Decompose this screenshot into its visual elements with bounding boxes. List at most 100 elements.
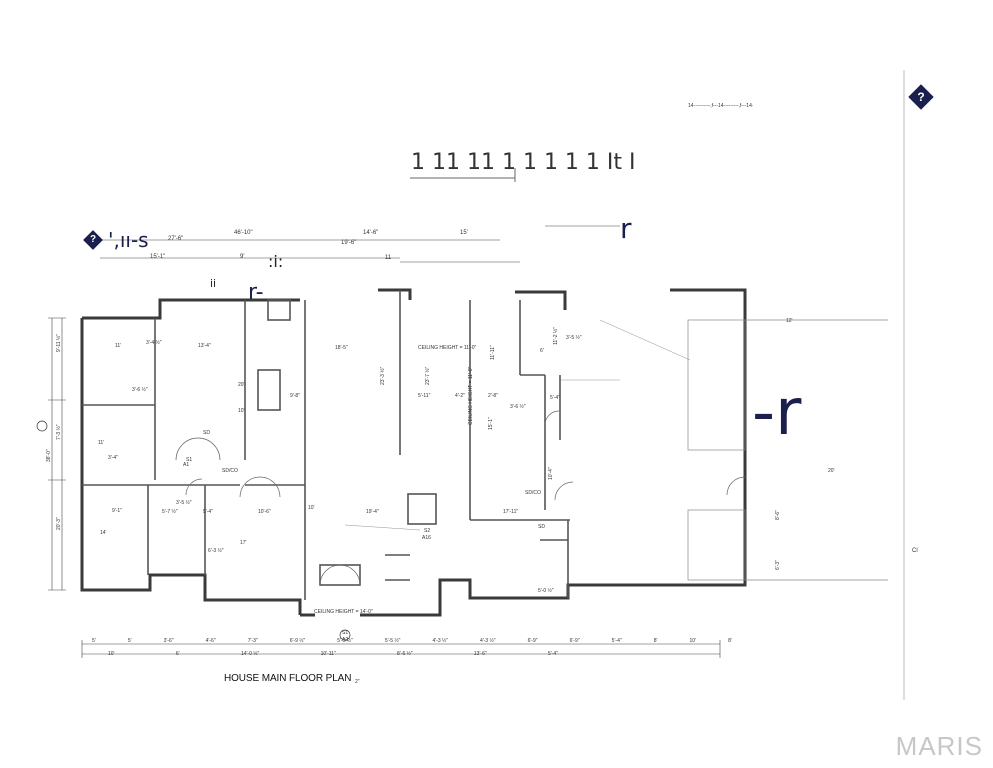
ceiling-height-note-vertical: CEILING HEIGHT = 11'-0" bbox=[468, 366, 474, 425]
room-dim: 9'-8" bbox=[290, 393, 300, 399]
bottom-section-tag bbox=[339, 629, 351, 641]
bottom-dim: 6'-9" bbox=[569, 638, 580, 644]
left-dim: 9'-11 ½" bbox=[56, 334, 62, 352]
left-dim: 20'-3" bbox=[56, 517, 62, 530]
room-dim: 10'-6" bbox=[258, 509, 271, 515]
room-dim: 13'-4" bbox=[198, 343, 211, 349]
bottom-dimension-row-1: 5' 5' 3'-6" 4'-6" 7'-3" 6'-9 ½" 5'-5 ½" … bbox=[92, 638, 732, 644]
section-tag: S1 bbox=[186, 457, 193, 463]
garage-dim: 12' bbox=[786, 318, 793, 324]
left-section-tag bbox=[36, 420, 48, 432]
garbled-r-dash: r- bbox=[248, 280, 264, 305]
interior-walls bbox=[82, 290, 570, 600]
exterior-walls bbox=[80, 288, 747, 617]
top-dimension-lines bbox=[100, 225, 620, 263]
ceiling-height-note-14: CEILING HEIGHT = 14'-0" bbox=[314, 609, 373, 615]
room-dim: 6' bbox=[540, 348, 544, 354]
room-dim: 3'-5 ½" bbox=[566, 335, 582, 341]
header-garbled-glyphs: 1 11 11 1 1 1 1 1 It I bbox=[411, 150, 636, 175]
room-dim: 3'-4" bbox=[108, 455, 118, 461]
bottom-dim: 5' bbox=[127, 638, 132, 644]
room-dim: 17'-11" bbox=[503, 509, 519, 515]
top-right-dimension: 14·---------,f---14---------,f---14· bbox=[688, 103, 754, 109]
room-dim: 5'-4" bbox=[203, 509, 213, 515]
left-dim: 7'-3 ½" bbox=[56, 424, 62, 440]
dim-27-6: 27'-6" bbox=[168, 236, 184, 242]
bottom-dim: 7'-3" bbox=[247, 638, 258, 644]
room-dim: 11'-11" bbox=[490, 345, 496, 360]
room-dim: 10' bbox=[308, 505, 315, 511]
garbled-r: r bbox=[620, 212, 632, 245]
room-dim: 23'-3 ½" bbox=[380, 366, 386, 385]
dim-14-6: 14'-6" bbox=[363, 230, 379, 236]
room-dim: 10'-4" bbox=[548, 467, 554, 480]
garbled-top-left: ',ıı-s bbox=[108, 228, 149, 252]
garage-dim: 20' bbox=[828, 468, 835, 474]
room-dim: 6'-3 ½" bbox=[208, 548, 224, 554]
bottom-dim: 4'-3 ½" bbox=[432, 638, 448, 644]
bottom-dim: 5'-4" bbox=[611, 638, 622, 644]
room-dim: 3'-4 ½" bbox=[146, 340, 162, 346]
bottom-dim: 3'-6" bbox=[163, 638, 174, 644]
room-dim: 19'-4" bbox=[366, 509, 379, 515]
leader-lines bbox=[344, 319, 691, 531]
room-dim: 11'-2 ½" bbox=[553, 327, 559, 345]
bottom-dim: 8' bbox=[653, 638, 658, 644]
bottom-dim: 4'-6" bbox=[205, 638, 216, 644]
garbled-ii: ii bbox=[210, 277, 217, 290]
bottom-dim: 6' bbox=[175, 651, 180, 657]
room-dim: 2'-8" bbox=[488, 393, 498, 399]
bottom-dim: 8'-6 ½" bbox=[397, 651, 413, 657]
ceiling-height-note: CEILING HEIGHT = 11'-0" bbox=[418, 345, 477, 351]
garbled-cl: Cl bbox=[912, 548, 918, 554]
room-dim: 3'-5 ½" bbox=[176, 500, 192, 506]
dim-9: 9' bbox=[240, 254, 245, 260]
bottom-dim: 6'-9 ½" bbox=[289, 638, 306, 644]
bottom-dim: 4'-3 ½" bbox=[480, 638, 496, 644]
bottom-dimension-lines bbox=[81, 640, 721, 658]
dim-11: 11 bbox=[385, 255, 392, 261]
question-icon: ? bbox=[83, 230, 103, 250]
garage-dim: 6'-3" bbox=[775, 560, 781, 570]
room-dim: 11' bbox=[115, 343, 122, 349]
room-dim: 17' bbox=[240, 540, 247, 546]
room-dim: 5'-7 ½" bbox=[162, 509, 178, 515]
room-dim: 23'-7 ½" bbox=[425, 366, 431, 385]
room-dim: 4'-2" bbox=[455, 393, 465, 399]
left-dimension-lines bbox=[48, 317, 66, 591]
room-dim: 3'-6 ½" bbox=[510, 404, 526, 410]
garbled-large-r: -r bbox=[752, 376, 802, 450]
room-dim: 14' bbox=[100, 530, 107, 536]
left-dim: 38'-0" bbox=[46, 449, 52, 462]
dim-15: 15' bbox=[460, 230, 468, 236]
smoke-detector-label: SD bbox=[203, 430, 210, 436]
room-dim: 15'-1" bbox=[488, 417, 494, 430]
section-tag: A16 bbox=[422, 535, 431, 541]
bottom-dim: 5'-4" bbox=[547, 651, 558, 657]
garbled-mid: :i: bbox=[268, 252, 284, 271]
room-dim: 18'-5" bbox=[335, 345, 348, 351]
bottom-dim: 10' bbox=[689, 638, 697, 644]
garage-outline bbox=[687, 319, 888, 581]
bottom-dim: 14'-0 ½" bbox=[240, 651, 260, 657]
bottom-dimension-row-2: 10' 6' 14'-0 ½" 10'-11" 8'-6 ½" 13'-6" 5… bbox=[108, 651, 558, 657]
smoke-detector-label: SD bbox=[538, 524, 545, 530]
smoke-co-label: SD/CO bbox=[525, 490, 541, 496]
bottom-dim: 10'-11" bbox=[320, 651, 336, 657]
dim-15-1: 15'-1" bbox=[150, 254, 166, 260]
section-tag: A1 bbox=[183, 462, 190, 468]
plan-title: HOUSE MAIN FLOOR PLAN bbox=[224, 673, 352, 684]
room-dim: 3'-6 ½" bbox=[132, 387, 148, 393]
garage-dim: 8'-6" bbox=[775, 510, 781, 520]
section-tag: S2 bbox=[424, 528, 431, 534]
maris-watermark: MARIS bbox=[895, 731, 983, 761]
room-dim: 5'-11" bbox=[418, 393, 431, 399]
dim-19-6: 19'-6" bbox=[341, 240, 357, 246]
question-icon: ? bbox=[908, 84, 934, 110]
bottom-dim: 10' bbox=[108, 651, 115, 657]
room-dim: 20' bbox=[238, 382, 245, 388]
smoke-co-label: SD/CO bbox=[222, 468, 238, 474]
section-tag: A2 bbox=[342, 637, 349, 643]
section-tag: S1 bbox=[342, 630, 349, 636]
